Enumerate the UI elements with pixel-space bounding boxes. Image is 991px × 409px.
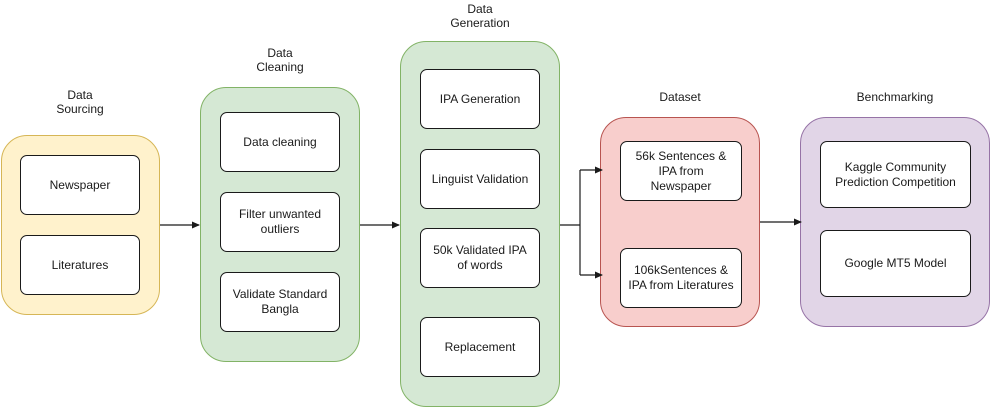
generation-title: Data Generation [435,2,525,30]
cleaning-title-line2: Cleaning [256,60,304,74]
dataset-title: Dataset [659,90,701,104]
validate-bangla-box: Validate Standard Bangla [220,272,340,332]
newspaper-dataset-box: 56k Sentences & IPA from Newspaper [620,141,742,201]
sourcing-title-line2: Sourcing [56,102,104,116]
sourcing-title-line1: Data [67,88,93,102]
data-cleaning-box: Data cleaning [220,112,340,172]
linguist-validation-box: Linguist Validation [420,149,540,209]
replacement-box: Replacement [420,317,540,377]
literatures-dataset-box: 106kSentences & IPA from Literatures [620,248,742,308]
ipa-generation-box: IPA Generation [420,69,540,129]
cleaning-title: Data Cleaning [240,46,320,74]
newspaper-box: Newspaper [20,155,140,215]
google-mt5-box: Google MT5 Model [820,230,971,297]
literatures-box: Literatures [20,235,140,295]
benchmarking-title: Benchmarking [856,90,934,104]
kaggle-competition-box: Kaggle Community Prediction Competition [820,141,971,208]
filter-outliers-box: Filter unwanted outliers [220,192,340,252]
generation-title-line2: Generation [450,16,510,30]
generation-title-line1: Data [467,2,493,16]
cleaning-title-line1: Data [267,46,293,60]
validated-ipa-box: 50k Validated IPA of words [420,228,540,288]
sourcing-title: Data Sourcing [40,88,120,116]
